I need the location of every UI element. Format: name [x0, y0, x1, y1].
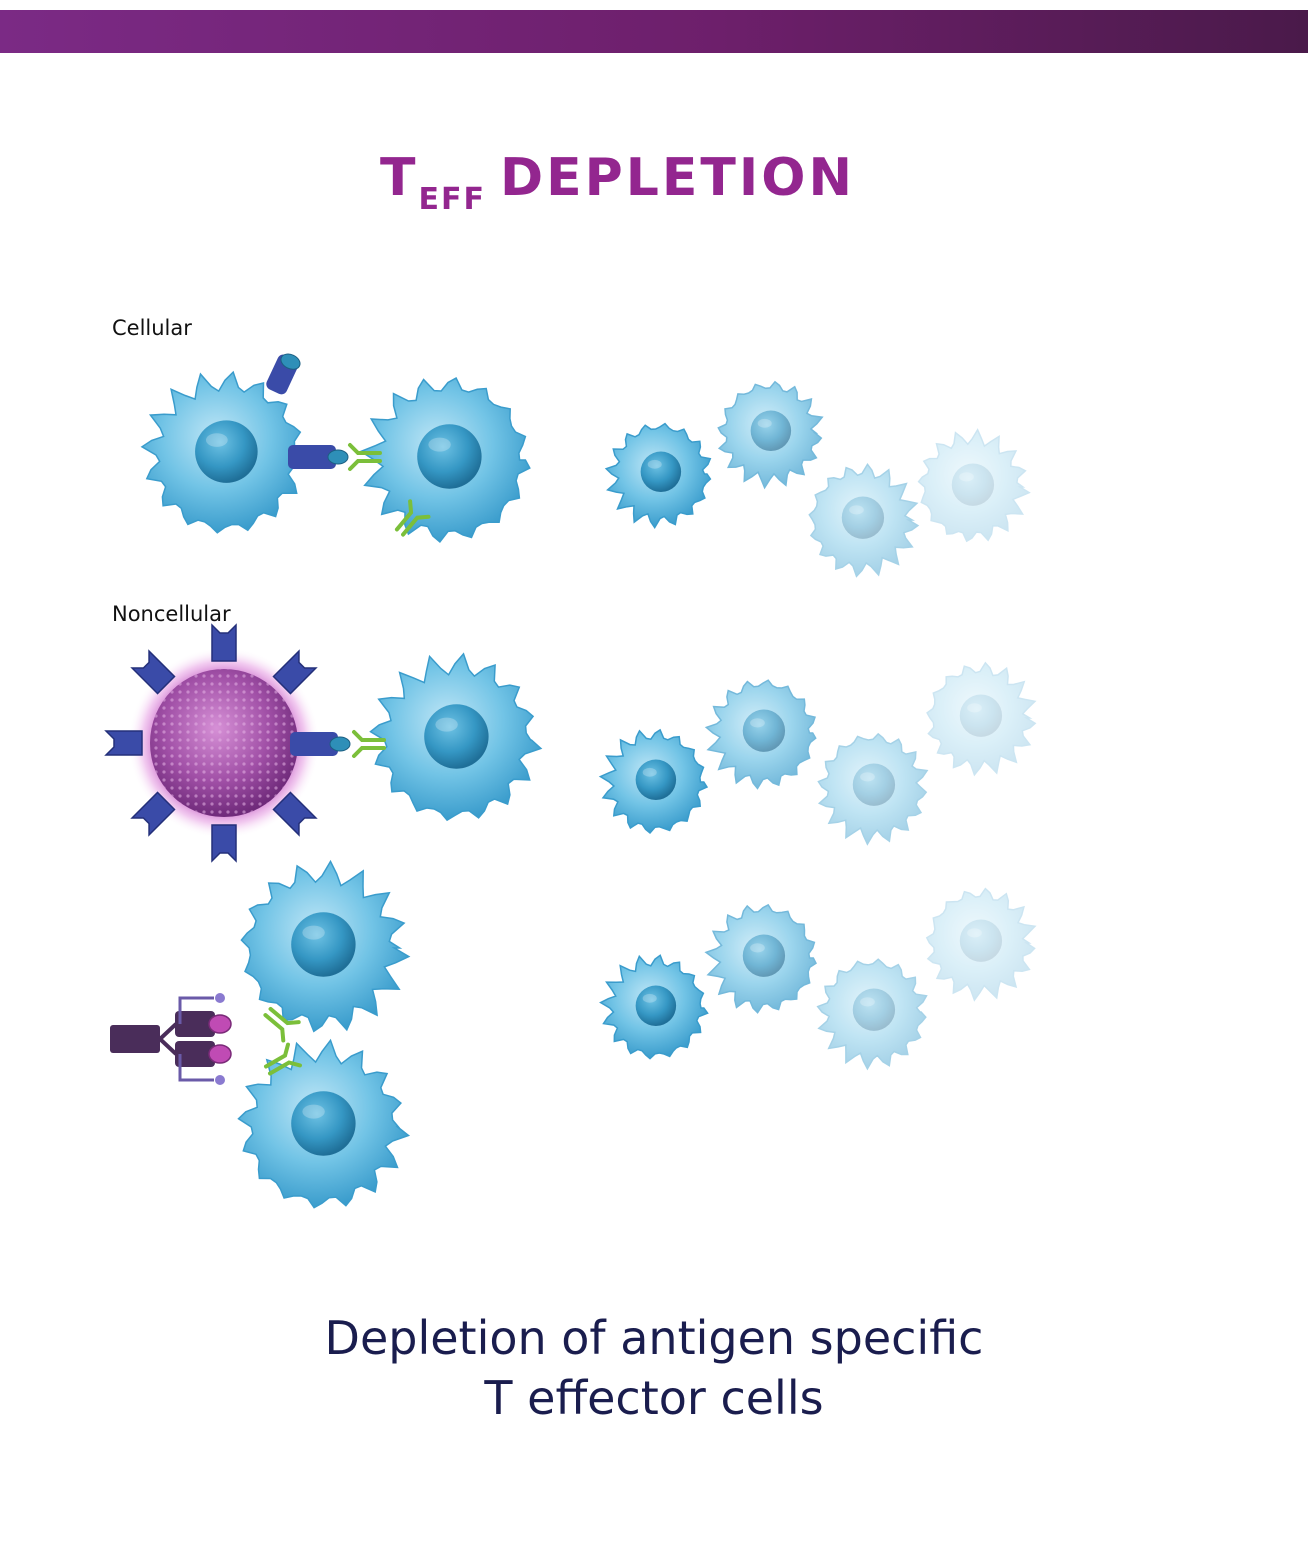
nucleus	[424, 704, 488, 768]
tcell-depleting-2d	[927, 663, 1035, 775]
mhc-molecule-top	[264, 350, 302, 397]
tcell-depleting-1a	[606, 424, 710, 528]
tcell-depleting-3a	[601, 955, 708, 1058]
caption: Depletion of antigen specific T effector…	[0, 1308, 1308, 1428]
tcell-depleting-1d	[919, 430, 1030, 541]
nucleus	[853, 989, 895, 1031]
tcell-target-3b	[239, 1040, 409, 1207]
caption-line-1: Depletion of antigen specific	[0, 1308, 1308, 1368]
np-receptor-6	[106, 731, 142, 755]
fusion-protein	[110, 993, 231, 1085]
tcell-depleting-1b	[718, 382, 822, 488]
caption-line-2: T effector cells	[0, 1368, 1308, 1428]
np-receptor-4	[212, 825, 236, 861]
cells-layer	[106, 350, 1035, 1208]
nucleus	[636, 760, 676, 800]
nucleus	[291, 1091, 355, 1155]
nucleus	[195, 420, 258, 483]
tcell-apc	[142, 372, 308, 533]
tcell-depleting-3c	[818, 959, 927, 1069]
nucleus	[853, 764, 895, 806]
np-receptor-0	[212, 625, 236, 661]
tcell-depleting-2b	[706, 680, 815, 788]
tcell-target-3a	[241, 861, 408, 1031]
nucleus	[291, 912, 355, 976]
tcell-target-2	[371, 654, 541, 820]
nucleus	[417, 424, 481, 488]
nucleus	[743, 710, 785, 752]
tcell-depleting-3b	[706, 905, 816, 1013]
np-bound-complex	[290, 732, 350, 756]
nucleus	[842, 497, 884, 539]
tcell-depleting-2c	[818, 734, 927, 844]
tcell-target-1	[361, 378, 530, 542]
nucleus	[636, 986, 676, 1026]
nucleus	[960, 920, 1002, 962]
nucleus	[960, 695, 1002, 737]
nucleus	[751, 411, 791, 451]
nucleus	[952, 464, 994, 506]
tcell-depleting-3d	[927, 889, 1035, 1001]
mhc-peptide-complex	[288, 445, 348, 469]
nucleus	[641, 452, 681, 492]
tcell-depleting-1c	[809, 464, 918, 576]
nucleus	[743, 935, 785, 977]
tcell-depleting-2a	[600, 730, 707, 833]
